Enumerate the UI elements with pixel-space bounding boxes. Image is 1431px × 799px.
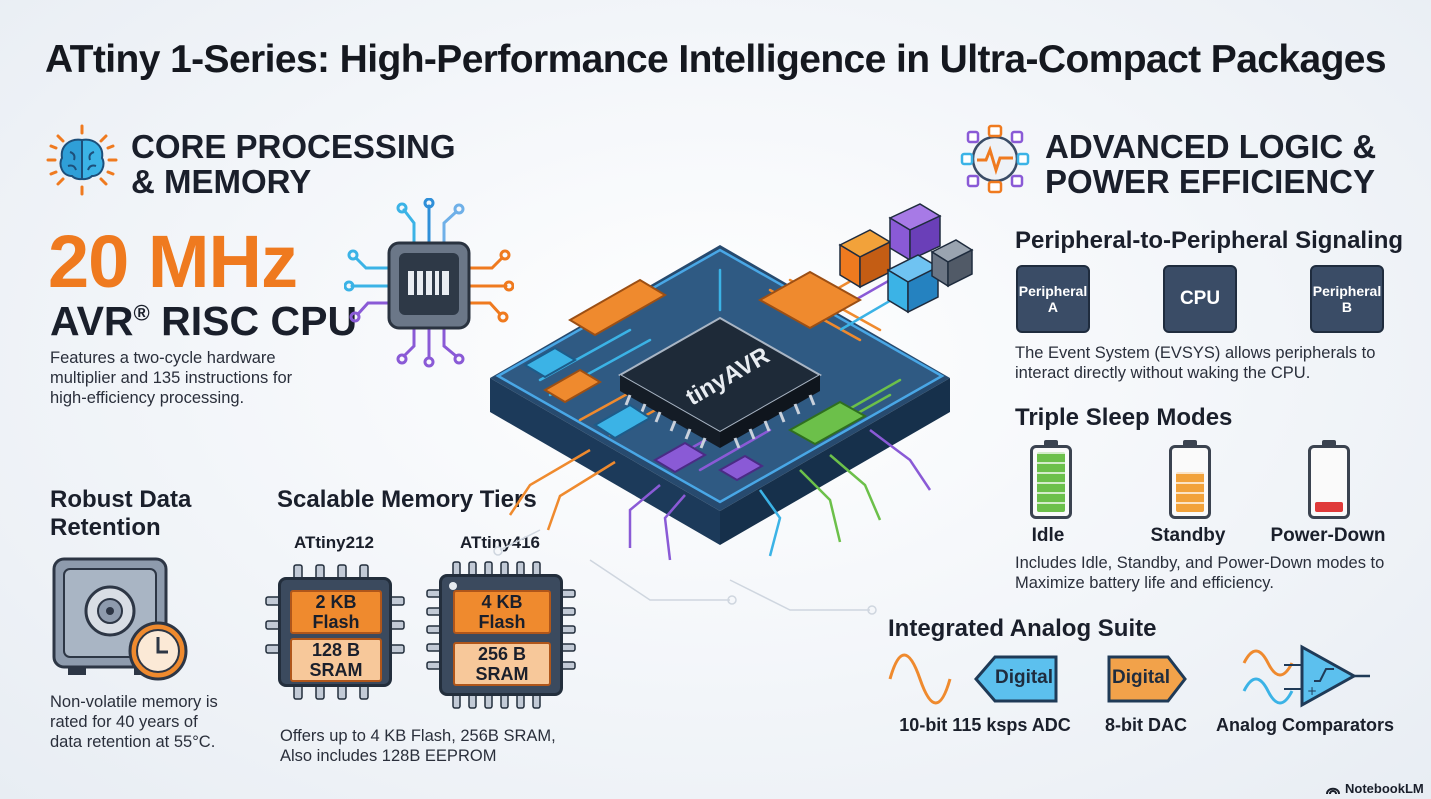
cpu-prefix: AVR	[50, 298, 134, 344]
cpu-suffix: RISC CPU	[149, 298, 358, 344]
core-heading: CORE PROCESSING & MEMORY	[131, 129, 456, 199]
sleep-desc-line: Maximize battery life and efficiency.	[1015, 574, 1274, 592]
battery-cap	[1183, 440, 1197, 445]
processor-icon	[343, 197, 515, 373]
chip-pins	[265, 564, 405, 700]
sram-label: SRAM	[309, 660, 363, 680]
core-heading-line1: CORE PROCESSING	[131, 128, 456, 165]
retention-line: Non-volatile memory is	[50, 693, 218, 711]
sleep-heading: Triple Sleep Modes	[1015, 404, 1233, 431]
flash-size: 2 KB	[315, 592, 357, 612]
battery-body	[1169, 445, 1211, 519]
comparator-label: Analog Comparators	[1215, 715, 1395, 735]
adc-label: 10-bit 115 ksps ADC	[899, 715, 1071, 735]
logic-heading: ADVANCED LOGIC & POWER EFFICIENCY	[1045, 129, 1376, 199]
box-label: Peripheral	[1312, 283, 1382, 299]
memory-desc-line: Also includes 128B EEPROM	[280, 747, 497, 765]
brand-mark: NotebookLM	[1326, 781, 1424, 796]
signal-desc-line: The Event System (EVSYS) allows peripher…	[1015, 344, 1376, 362]
sram-block: 256 B SRAM	[453, 642, 551, 686]
analog-heading: Integrated Analog Suite	[888, 615, 1157, 642]
battery-body	[1030, 445, 1072, 519]
cpu-title: AVR® RISC CPU	[50, 298, 357, 345]
cpu-desc-line: high-efficiency processing.	[50, 389, 245, 407]
retention-heading-line2: Retention	[50, 514, 161, 541]
logic-heading-line2: POWER EFFICIENCY	[1045, 163, 1376, 200]
sram-block: 128 B SRAM	[290, 638, 382, 682]
pin1-marker	[449, 582, 457, 590]
cpu-box: CPU	[1163, 265, 1237, 333]
memory-heading: Scalable Memory Tiers	[277, 486, 537, 513]
sram-size: 128 B	[311, 640, 361, 660]
battery-fill	[1037, 452, 1065, 512]
svg-text:+: +	[1307, 684, 1317, 698]
battery-cap	[1322, 440, 1336, 445]
sleep-description: Includes Idle, Standby, and Power-Down m…	[1015, 553, 1384, 593]
signal-desc-line: interact directly without waking the CPU…	[1015, 364, 1311, 382]
flash-block: 4 KB Flash	[453, 590, 551, 634]
mode-label: Idle	[1031, 525, 1065, 546]
brand-text: NotebookLM	[1345, 781, 1424, 796]
chip-name: ATtiny212	[294, 533, 374, 552]
box-label: Peripheral	[1018, 283, 1088, 299]
tag-arrow-left	[974, 655, 1058, 703]
dac-digital-tag: Digital	[1106, 654, 1188, 704]
adc-digital-tag: Digital	[973, 654, 1059, 704]
battery-fill	[1315, 502, 1343, 512]
retention-line: data retention at 55°C.	[50, 733, 216, 751]
retention-heading-line1: Robust Data	[50, 486, 192, 513]
battery-body	[1308, 445, 1350, 519]
retention-line: rated for 40 years of	[50, 713, 198, 731]
sram-label: SRAM	[475, 664, 529, 684]
chip-attiny416: 4 KB Flash 256 B SRAM	[425, 560, 577, 710]
flash-size: 4 KB	[481, 592, 523, 612]
flash-label: Flash	[478, 612, 526, 632]
mode-label: Standby	[1150, 525, 1226, 546]
battery-cap	[1044, 440, 1058, 445]
retention-description: Non-volatile memory is rated for 40 year…	[50, 692, 218, 752]
network-icon	[960, 124, 1030, 199]
box-label: B	[1341, 299, 1353, 315]
tag-label: Digital	[994, 667, 1054, 688]
tinyavr-board-illustration	[470, 200, 990, 625]
box-label: CPU	[1179, 288, 1221, 309]
page-title: ATtiny 1-Series: High-Performance Intell…	[45, 38, 1387, 81]
mode-label: Power-Down	[1270, 525, 1386, 546]
battery-standby-icon	[1169, 440, 1211, 519]
flash-block: 2 KB Flash	[290, 590, 382, 634]
retention-heading: Robust Data Retention	[50, 486, 191, 542]
brain-icon	[46, 124, 118, 201]
signal-heading: Peripheral-to-Peripheral Signaling	[1015, 227, 1404, 254]
chip-name: ATtiny416	[460, 533, 540, 552]
safe-icon	[50, 555, 195, 690]
battery-power-down-icon	[1308, 440, 1350, 519]
tag-arrow-right	[1107, 655, 1187, 703]
sram-size: 256 B	[477, 644, 527, 664]
memory-desc-line: Offers up to 4 KB Flash, 256B SRAM,	[280, 727, 556, 745]
battery-idle-icon	[1030, 440, 1072, 519]
cpu-desc-line: multiplier and 135 instructions for	[50, 369, 293, 387]
dac-label: 8-bit DAC	[1105, 715, 1187, 735]
cpu-description: Features a two-cycle hardware multiplier…	[50, 348, 292, 408]
signal-description: The Event System (EVSYS) allows peripher…	[1015, 343, 1375, 383]
comparator-icon: +	[1240, 643, 1372, 714]
cpu-reg-mark: ®	[133, 300, 150, 326]
cpu-desc-line: Features a two-cycle hardware	[50, 349, 276, 367]
logic-heading-line1: ADVANCED LOGIC &	[1045, 128, 1377, 165]
tag-label: Digital	[1111, 667, 1171, 688]
notebooklm-icon	[1326, 787, 1340, 794]
sleep-desc-line: Includes Idle, Standby, and Power-Down m…	[1015, 554, 1385, 572]
box-label: A	[1047, 299, 1059, 315]
chip-attiny212: 2 KB Flash 128 B SRAM	[264, 563, 406, 701]
core-heading-line2: & MEMORY	[131, 163, 312, 200]
memory-description: Offers up to 4 KB Flash, 256B SRAM, Also…	[280, 726, 556, 766]
clock-speed-value: 20 MHz	[48, 220, 298, 303]
sine-wave-icon	[887, 651, 953, 712]
flash-label: Flash	[312, 612, 360, 632]
battery-fill	[1176, 472, 1204, 512]
